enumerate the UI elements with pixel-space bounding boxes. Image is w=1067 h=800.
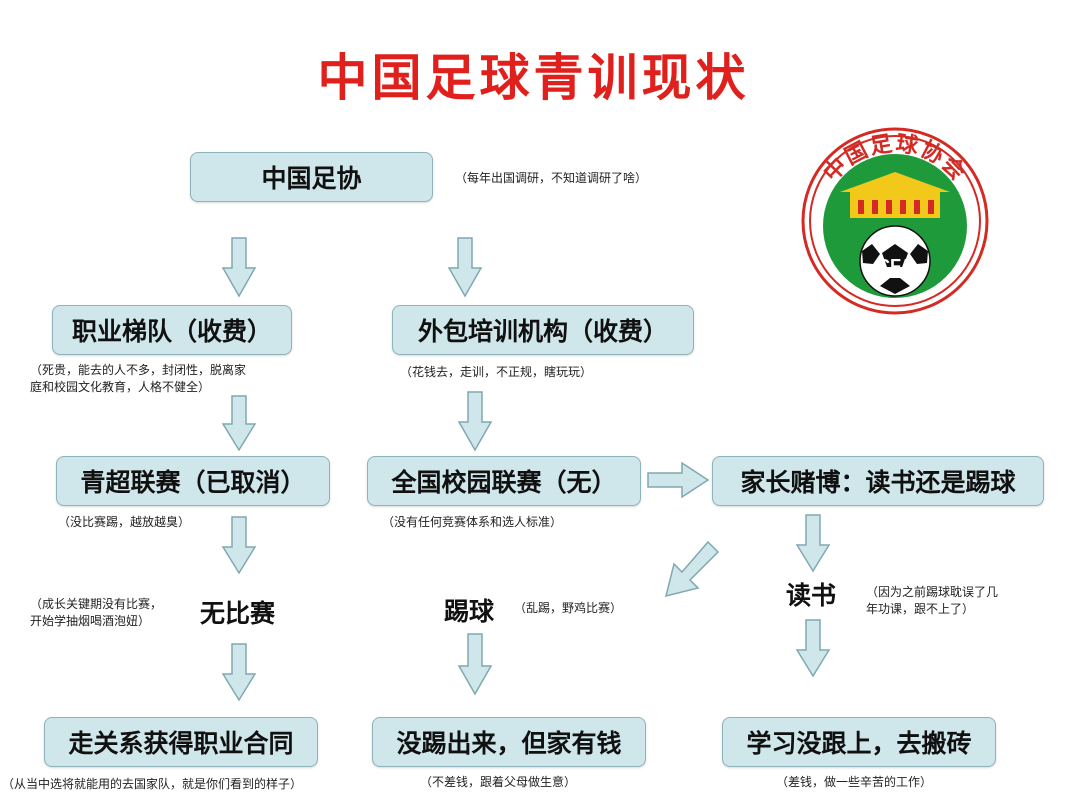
note-no-matches-1: （成长关键期没有比赛，: [30, 597, 163, 611]
label-study: 读书: [786, 581, 837, 610]
node-connections: 走关系获得职业合同: [44, 717, 318, 767]
svg-text:CFA: CFA: [877, 256, 913, 276]
note-connections: （从当中选将就能用的去国家队，就是你们看到的样子）: [2, 777, 303, 791]
node-not-made-it: 没踢出来，但家有钱: [372, 717, 646, 767]
node-cfa: 中国足协: [190, 152, 433, 202]
note-study-2: 年功课，跟不上了）: [866, 602, 975, 616]
arrow-down-icon: [457, 633, 493, 696]
arrow-down-icon: [221, 237, 257, 298]
node-youth-league: 青超联赛（已取消）: [56, 456, 330, 506]
node-pro-youth: 职业梯队（收费）: [52, 305, 292, 355]
arrow-down-icon: [795, 619, 831, 678]
node-outsourced: 外包培训机构（收费）: [392, 305, 694, 355]
label-no-matches: 无比赛: [200, 599, 276, 628]
note-study-1: （因为之前踢球耽误了几: [866, 585, 999, 599]
note-fell-behind: （差钱，做一些辛苦的工作）: [776, 775, 933, 789]
cfa-logo: CFA 中国足球协会: [801, 127, 989, 315]
arrow-down-icon: [795, 514, 831, 573]
arrow-down-icon: [221, 516, 257, 575]
note-no-matches-2: 开始学抽烟喝酒泡妞）: [30, 614, 151, 628]
arrow-down-icon: [447, 237, 483, 298]
arrow-down-icon: [221, 643, 257, 702]
note-pro-youth-1: （死贵，能去的人不多，封闭性，脱离家: [30, 363, 247, 377]
arrow-down-icon: [457, 391, 493, 452]
arrow-down-left-icon: [664, 540, 720, 598]
note-cfa: （每年出国调研，不知道调研了啥）: [455, 171, 648, 185]
note-youth-league: （没比赛踢，越放越臭）: [58, 515, 191, 529]
node-fell-behind: 学习没跟上，去搬砖: [722, 717, 996, 767]
note-play-football: （乱踢，野鸡比赛）: [514, 601, 623, 615]
note-not-made-it: （不差钱，跟着父母做生意）: [420, 775, 577, 789]
note-pro-youth-2: 庭和校园文化教育，人格不健全）: [30, 380, 211, 394]
arrow-right-icon: [647, 461, 710, 499]
note-campus-league: （没有任何竞赛体系和选人标准）: [382, 515, 563, 529]
node-campus-league: 全国校园联赛（无）: [367, 456, 641, 506]
node-parents-gamble: 家长赌博：读书还是踢球: [712, 456, 1044, 506]
page-title: 中国足球青训现状: [317, 48, 750, 107]
label-play-football: 踢球: [444, 597, 495, 626]
arrow-down-icon: [221, 395, 257, 452]
note-outsourced: （花钱去，走训，不正规，瞎玩玩）: [400, 365, 593, 379]
